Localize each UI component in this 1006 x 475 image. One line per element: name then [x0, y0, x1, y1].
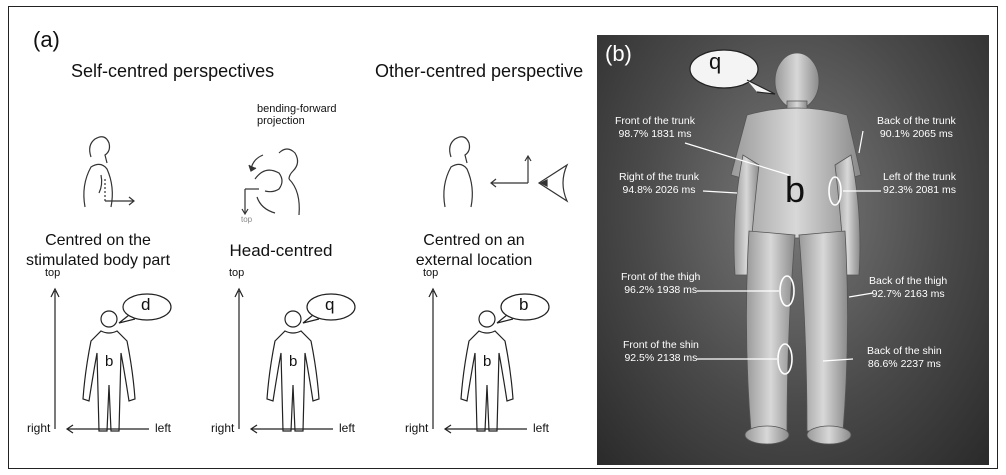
body-letter: b — [289, 353, 298, 370]
panel-b-render: (b) — [597, 35, 989, 465]
axis-top-label: top — [423, 267, 439, 279]
head-centred-sketch — [241, 148, 300, 216]
reference-figure: top right left d b — [27, 267, 209, 449]
bending-annotation-1: bending-forward — [257, 103, 337, 115]
bending-annotation-2: projection — [257, 115, 305, 127]
axis-left-label: left — [155, 421, 172, 435]
axis-top-label: top — [45, 267, 61, 279]
body-letter: b — [105, 353, 114, 370]
panel-a-label: (a) — [33, 27, 60, 52]
body-letter-b: b — [785, 169, 806, 210]
perspective-sketches — [83, 136, 569, 216]
bubble-letter: d — [141, 295, 151, 314]
axis-left-label: left — [533, 421, 550, 435]
figure-frame: (a) Self-centred perspectives Other-cent… — [8, 6, 998, 469]
panel-b-label: (b) — [605, 41, 632, 66]
heading-self-centred: Self-centred perspectives — [71, 61, 275, 81]
reference-figure: top right left b b — [405, 267, 587, 449]
body-letter: b — [483, 353, 492, 370]
body-part-sketch — [83, 136, 135, 208]
axis-top-label: top — [229, 267, 245, 279]
3d-figure — [684, 49, 881, 445]
bubble-letter: q — [325, 295, 335, 314]
axis-right-label: right — [405, 421, 429, 435]
caption-body-part: Centred on the stimulated body part — [25, 232, 171, 269]
bubble-letter-q: q — [709, 49, 722, 74]
external-location-sketch — [443, 136, 569, 208]
axis-right-label: right — [27, 421, 51, 435]
speech-bubble-b — [689, 49, 776, 95]
bubble-letter: b — [519, 295, 529, 314]
small-top-label: top — [241, 215, 253, 224]
axis-left-label: left — [339, 421, 356, 435]
axis-right-label: right — [211, 421, 235, 435]
heading-other-centred: Other-centred perspective — [375, 61, 584, 81]
caption-external: Centred on an external location — [415, 232, 533, 269]
reference-figure: top right left q b — [211, 267, 393, 449]
caption-head-centred: Head-centred — [229, 241, 333, 260]
